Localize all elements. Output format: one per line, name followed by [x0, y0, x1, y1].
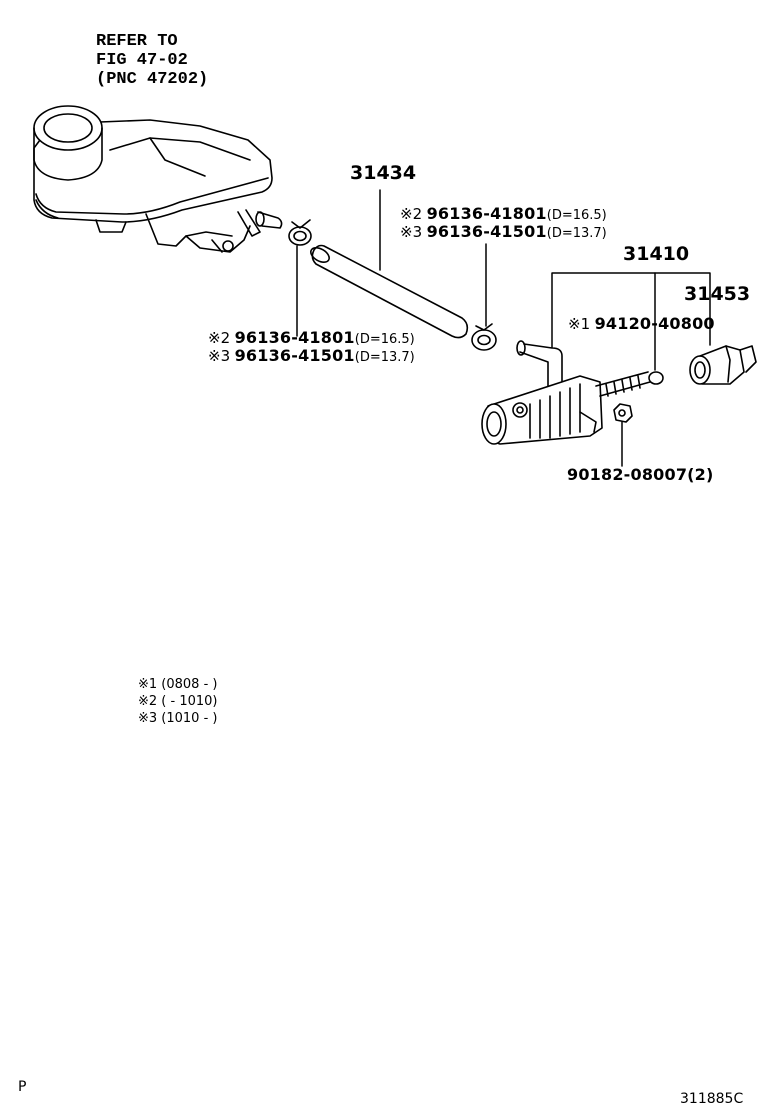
- clamp-lower-dim-a: (D=16.5): [354, 332, 415, 347]
- hose-drawing: [310, 189, 469, 339]
- clutch-switch-drawing: [689, 345, 757, 385]
- clamp-upper-dim-b: (D=13.7): [546, 226, 607, 241]
- clamp-upper-label-b: ※3 96136-41501(D=13.7): [400, 224, 607, 241]
- bleeder-pn: 94120-40800: [594, 314, 715, 333]
- reference-line-2: FIG 47-02: [96, 51, 188, 70]
- bleeder-label: ※1 94120-40800: [568, 316, 715, 333]
- clamp-lower-pn-a: 96136-41801: [234, 328, 355, 347]
- clamp-upper-label-a: ※2 96136-41801(D=16.5): [400, 206, 607, 223]
- reservoir-tank-drawing: [33, 105, 283, 253]
- clamp-lower-dim-b: (D=13.7): [354, 350, 415, 365]
- clamp-lower-mark-b: ※3: [208, 347, 231, 365]
- part-number-switch: 31453: [684, 283, 751, 305]
- clamp-upper-pn-a: 96136-41801: [426, 204, 547, 223]
- part-number-cylinder: 31410: [623, 243, 690, 265]
- clamp-upper-dim-a: (D=16.5): [546, 208, 607, 223]
- hose-clamp-right-drawing: [471, 243, 497, 351]
- footer-left: P: [18, 1079, 27, 1095]
- part-number-nut: 90182-08007(2): [567, 465, 714, 484]
- reference-line-3: (PNC 47202): [96, 70, 209, 89]
- note-1: ※1 (0808 - ): [138, 677, 218, 692]
- master-cylinder-drawing: [481, 272, 711, 445]
- nut-drawing: [613, 403, 633, 467]
- clamp-lower-label-a: ※2 96136-41801(D=16.5): [208, 330, 415, 347]
- clamp-upper-pn-b: 96136-41501: [426, 222, 547, 241]
- note-3: ※3 (1010 - ): [138, 711, 218, 726]
- clamp-lower-pn-b: 96136-41501: [234, 346, 355, 365]
- part-number-hose: 31434: [350, 162, 417, 184]
- clamp-upper-mark-b: ※3: [400, 223, 423, 241]
- hose-clamp-left-drawing: [288, 219, 312, 337]
- note-2: ※2 ( - 1010): [138, 694, 218, 709]
- clamp-upper-mark-a: ※2: [400, 205, 423, 223]
- reference-line-1: REFER TO: [96, 32, 178, 51]
- clamp-lower-mark-a: ※2: [208, 329, 231, 347]
- footer-right: 311885C: [680, 1091, 744, 1107]
- clamp-lower-label-b: ※3 96136-41501(D=13.7): [208, 348, 415, 365]
- bleeder-mark: ※1: [568, 315, 591, 333]
